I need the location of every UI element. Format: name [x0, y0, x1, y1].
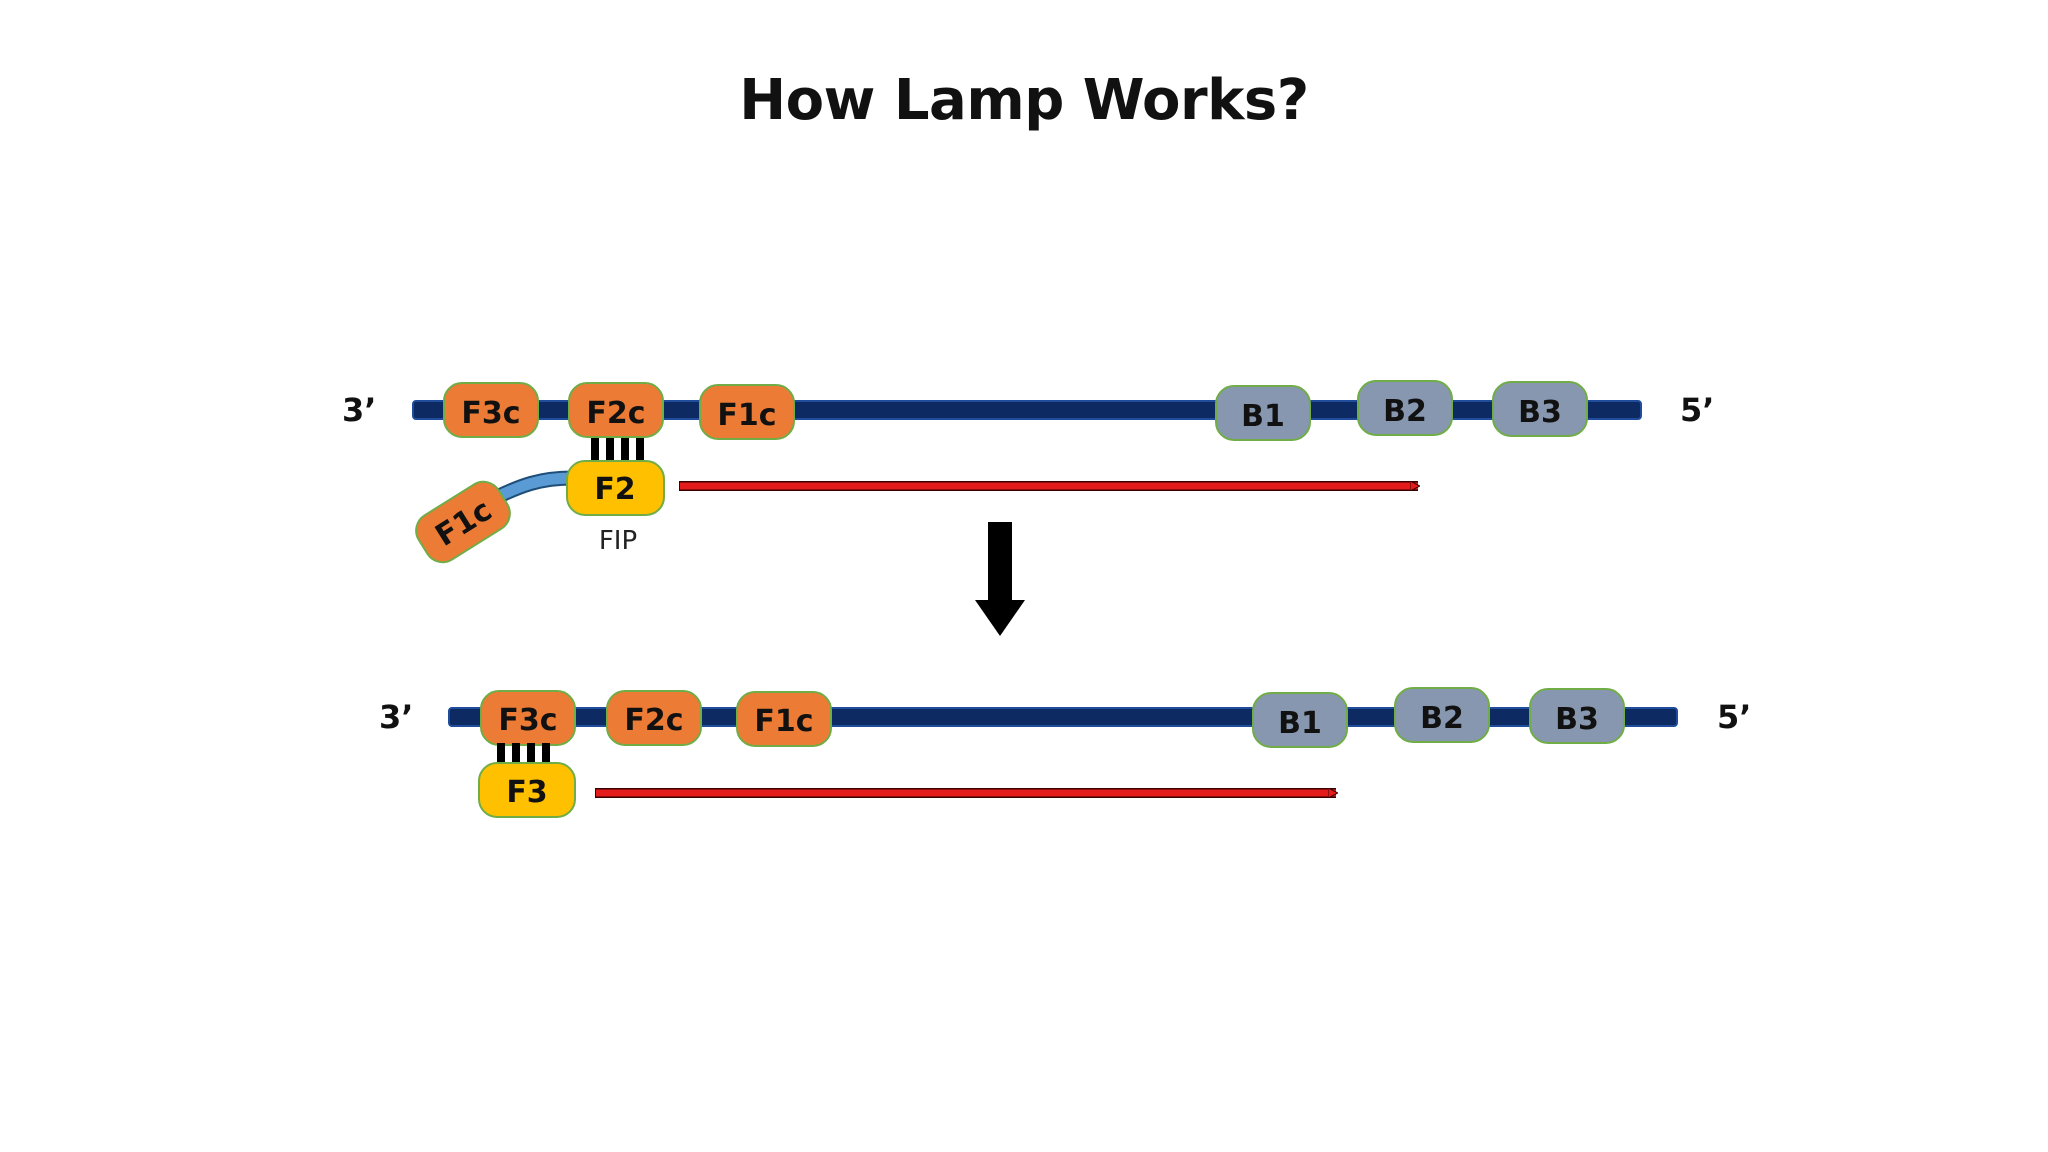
bottom-strand-3prime-label: 3’: [379, 698, 413, 736]
fip-linker: [491, 472, 578, 503]
top-region-b1: B1: [1215, 385, 1311, 441]
svg-text:F2: F2: [594, 472, 635, 507]
fip-caption: FIP: [599, 526, 637, 556]
svg-text:F1c: F1c: [754, 704, 813, 739]
svg-text:F3c: F3c: [461, 396, 520, 431]
f3-primer: F3: [478, 762, 576, 818]
bottom-region-f1c: F1c: [736, 691, 832, 747]
top-panel: 3’ 5’ F3c F2c F1c B1 B2 B3: [342, 380, 1714, 564]
top-base-pairing-ticks: [591, 438, 644, 460]
svg-text:B3: B3: [1555, 702, 1599, 737]
svg-text:B3: B3: [1518, 395, 1562, 430]
svg-text:F3: F3: [506, 775, 547, 810]
bottom-region-b1: B1: [1252, 692, 1348, 748]
svg-text:F2c: F2c: [586, 396, 645, 431]
svg-text:B1: B1: [1278, 706, 1322, 741]
bottom-base-pairing-ticks: [497, 743, 550, 763]
svg-text:B2: B2: [1420, 701, 1464, 736]
svg-text:B1: B1: [1241, 399, 1285, 434]
bottom-strand-5prime-label: 5’: [1717, 698, 1751, 736]
top-region-f2c: F2c: [568, 382, 664, 438]
top-region-b3: B3: [1492, 381, 1588, 437]
bottom-region-f3c: F3c: [480, 690, 576, 746]
top-strand-3prime-label: 3’: [342, 391, 376, 429]
top-region-f3c: F3c: [443, 382, 539, 438]
top-strand-5prime-label: 5’: [1680, 391, 1714, 429]
top-region-b2: B2: [1357, 380, 1453, 436]
slide-title: How Lamp Works?: [739, 68, 1309, 133]
svg-text:F3c: F3c: [498, 703, 557, 738]
svg-text:B2: B2: [1383, 394, 1427, 429]
svg-text:F2c: F2c: [624, 703, 683, 738]
bottom-region-b3: B3: [1529, 688, 1625, 744]
bottom-panel: 3’ 5’ F3c F2c F1c B1 B2 B3: [379, 687, 1751, 818]
svg-text:F1c: F1c: [717, 398, 776, 433]
bottom-region-b2: B2: [1394, 687, 1490, 743]
bottom-region-f2c: F2c: [606, 690, 702, 746]
step-down-arrow: [975, 522, 1025, 636]
top-region-f1c: F1c: [699, 384, 795, 440]
fip-primer-f2: F2: [566, 460, 665, 516]
